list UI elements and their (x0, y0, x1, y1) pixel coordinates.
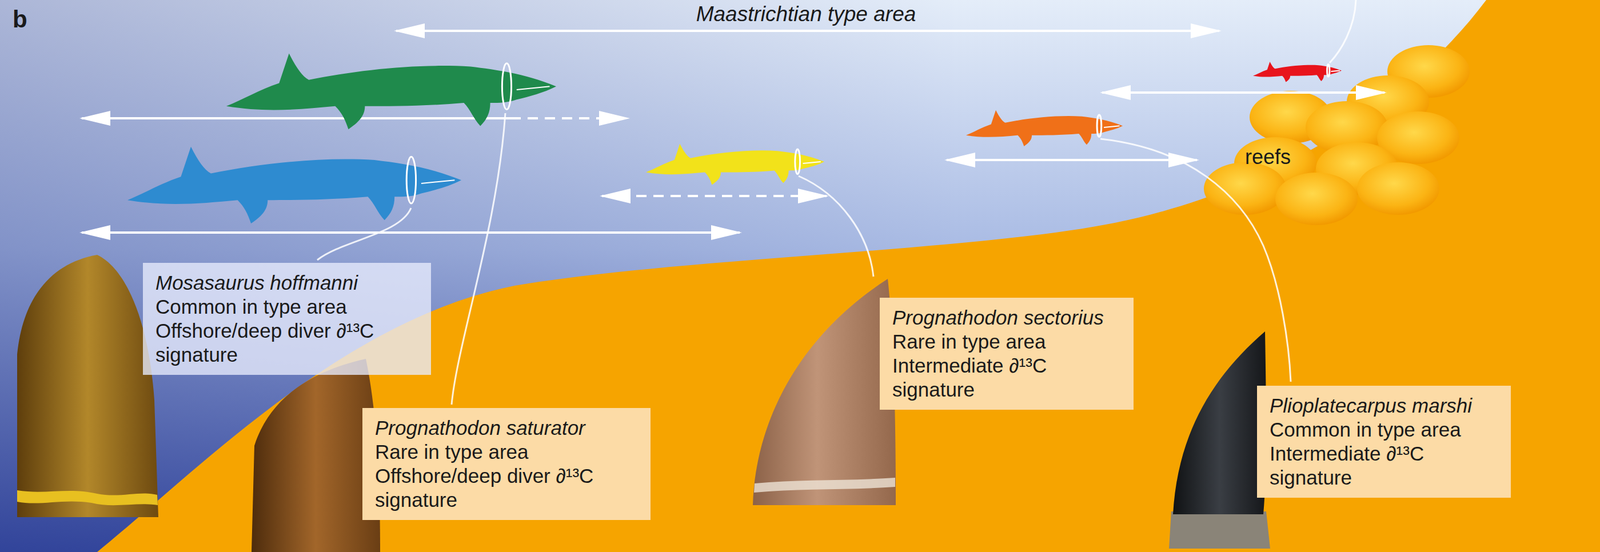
species-note: Rare in type area (892, 329, 1121, 354)
species-name: Mosasaurus hoffmanni (155, 270, 419, 295)
species-note: Intermediate ∂¹³C signature (892, 353, 1121, 402)
species-note: Common in type area (155, 294, 419, 319)
species-box: Prognathodon saturatorRare in type areaO… (362, 408, 651, 521)
species-note: Common in type area (1269, 417, 1499, 442)
panel-letter: b (12, 5, 28, 34)
species-box: Plioplatecarpus marshiCommon in type are… (1257, 385, 1511, 498)
species-box: Prognathodon sectoriusRare in type areaI… (879, 297, 1134, 410)
reef-label: reefs (1245, 145, 1291, 170)
species-note: Offshore/deep diver ∂¹³C signature (374, 464, 638, 513)
species-box: Mosasaurus hoffmanniCommon in type areaO… (142, 262, 432, 375)
species-note: Offshore/deep diver ∂¹³C signature (155, 318, 419, 367)
species-note: Intermediate ∂¹³C signature (1269, 441, 1499, 490)
species-name: Prognathodon sectorius (892, 305, 1121, 330)
species-name: Plioplatecarpus marshi (1269, 393, 1499, 418)
species-note: Rare in type area (374, 440, 638, 465)
area-label: Maastrichtian type area (696, 2, 917, 27)
species-name: Prognathodon saturator (374, 416, 638, 441)
